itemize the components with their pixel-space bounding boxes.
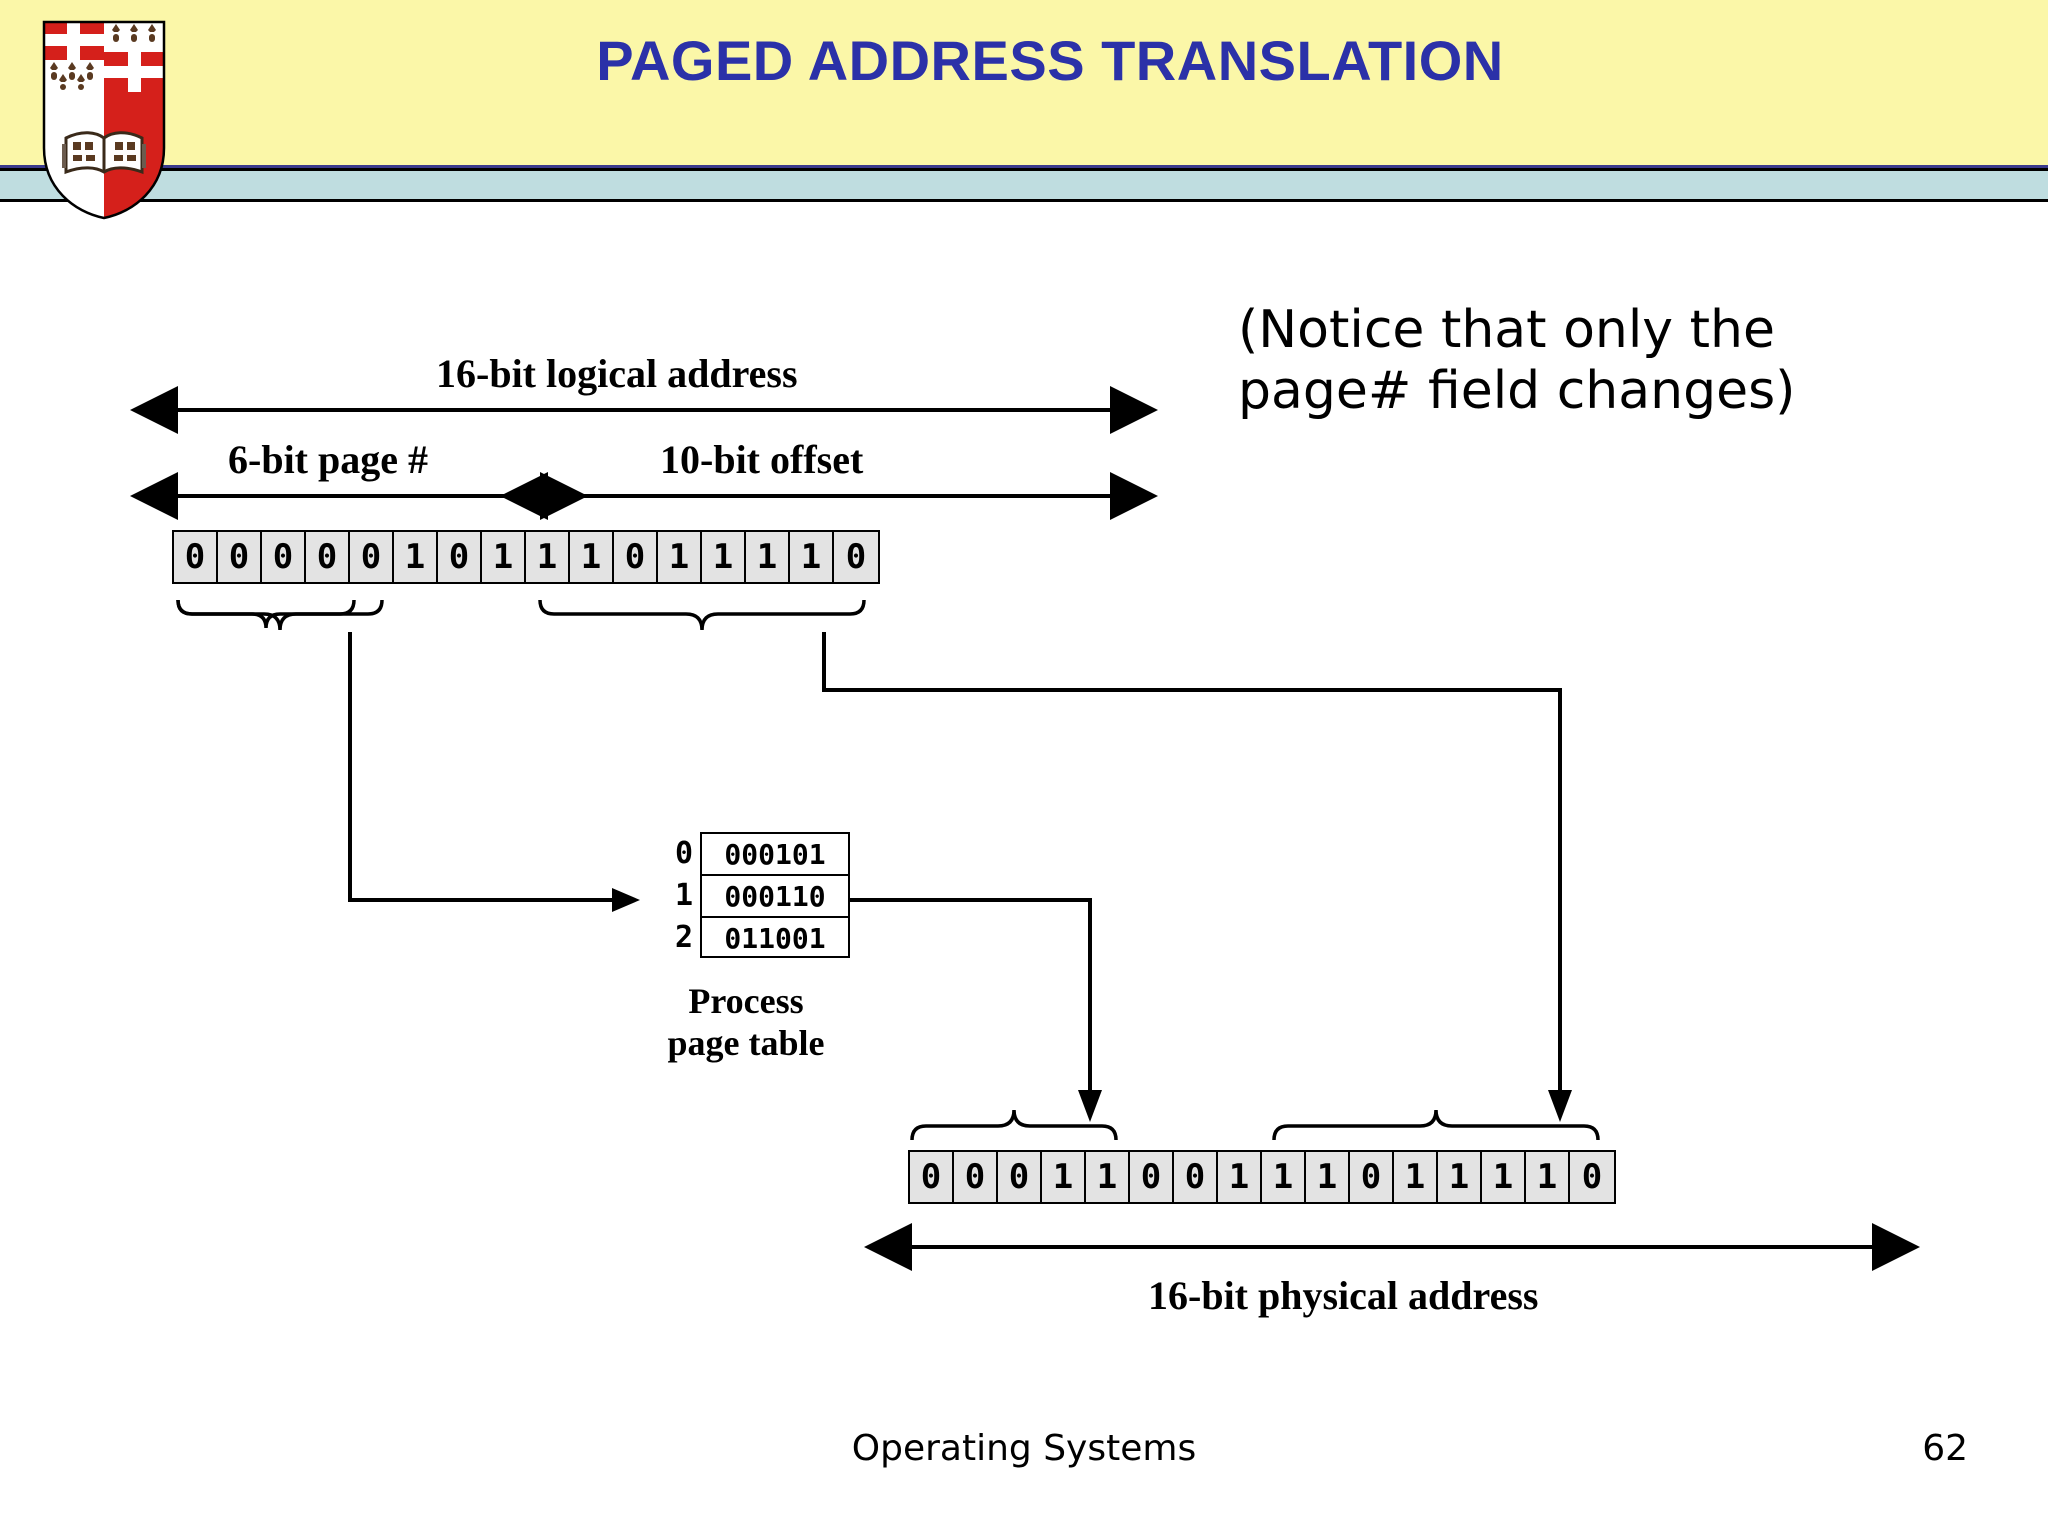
logical-bit-14: 1	[790, 532, 834, 582]
physical-bit-0: 0	[910, 1152, 954, 1202]
page-table-index: 2	[674, 919, 694, 955]
logical-bit-15: 0	[834, 532, 878, 582]
page-table-caption-line-1: Process	[688, 981, 804, 1021]
physical-bit-14: 1	[1526, 1152, 1570, 1202]
page-title: PAGED ADDRESS TRANSLATION	[596, 29, 1504, 92]
physical-bit-8: 1	[1262, 1152, 1306, 1202]
page-table-caption-line-2: page table	[667, 1023, 825, 1064]
physical-bit-9: 1	[1306, 1152, 1350, 1202]
physical-bit-5: 0	[1130, 1152, 1174, 1202]
page-table-frame-value: 000110	[700, 874, 850, 916]
logical-bit-13: 1	[746, 532, 790, 582]
logical-bit-9: 1	[570, 532, 614, 582]
logical-bit-8: 1	[526, 532, 570, 582]
physical-bit-4: 1	[1086, 1152, 1130, 1202]
page-table-index: 1	[674, 877, 694, 913]
logical-bit-4: 0	[350, 532, 394, 582]
logical-bit-6: 0	[438, 532, 482, 582]
notice-line-2: page# field changes)	[1238, 361, 1796, 422]
page-table-index: 0	[674, 835, 694, 871]
physical-bit-1: 0	[954, 1152, 998, 1202]
logical-bit-2: 0	[262, 532, 306, 582]
logical-bit-1: 0	[218, 532, 262, 582]
header-band	[0, 0, 2048, 168]
logical-bit-10: 0	[614, 532, 658, 582]
label-logical-address: 16-bit logical address	[436, 351, 798, 396]
physical-bit-6: 0	[1174, 1152, 1218, 1202]
physical-bit-3: 1	[1042, 1152, 1086, 1202]
logical-bit-12: 1	[702, 532, 746, 582]
physical-bit-7: 1	[1218, 1152, 1262, 1202]
physical-bit-13: 1	[1482, 1152, 1526, 1202]
page-table-frame-value: 011001	[700, 916, 850, 958]
logical-bit-3: 0	[306, 532, 350, 582]
physical-bit-2: 0	[998, 1152, 1042, 1202]
physical-bit-10: 0	[1350, 1152, 1394, 1202]
header-divider-rule	[0, 168, 2048, 202]
label-page-field: 6-bit page #	[228, 437, 428, 482]
slide-number: 62	[1922, 1428, 1968, 1469]
physical-bit-15: 0	[1570, 1152, 1614, 1202]
physical-bit-11: 1	[1394, 1152, 1438, 1202]
logical-bit-5: 1	[394, 532, 438, 582]
university-crest-logo	[42, 20, 166, 220]
notice-line-1: (Notice that only the	[1238, 300, 1775, 360]
logical-bit-7: 1	[482, 532, 526, 582]
logical-bit-0: 0	[174, 532, 218, 582]
notice-text: (Notice that only the page# field change…	[1238, 300, 1958, 423]
footer-title: Operating Systems	[851, 1428, 1197, 1469]
page-table-frame-value: 000101	[700, 832, 850, 874]
logical-bit-11: 1	[658, 532, 702, 582]
label-offset-field: 10-bit offset	[660, 437, 864, 482]
physical-bit-12: 1	[1438, 1152, 1482, 1202]
label-physical-address: 16-bit physical address	[1148, 1273, 1539, 1318]
page-table-caption: Process page table	[636, 980, 856, 1065]
